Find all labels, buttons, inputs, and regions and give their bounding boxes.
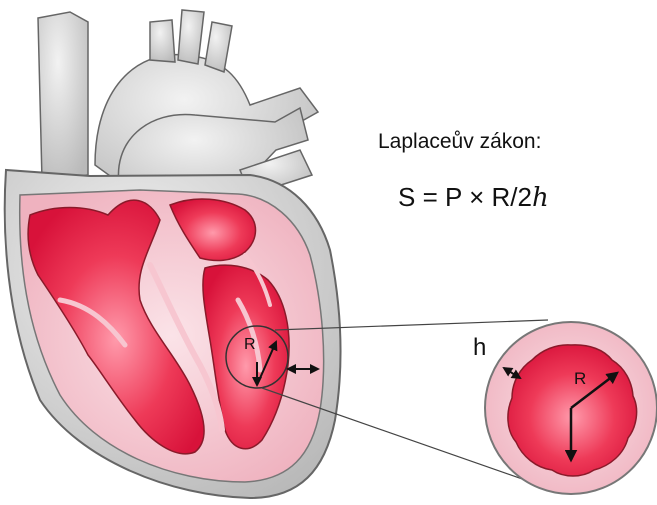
- radius-label-small: R: [244, 336, 256, 353]
- radius-label-large: R: [574, 369, 586, 388]
- laplace-law-title: Laplaceův zákon:: [378, 130, 541, 154]
- zoom-circle-chamber: [508, 345, 637, 476]
- superior-vena-cava: [38, 12, 88, 180]
- formula-main: S = P × R/2: [398, 182, 532, 212]
- wall-thickness-label: h: [473, 334, 486, 362]
- formula-variable-h: h: [532, 183, 549, 213]
- laplace-law-formula: S = P × R/2h: [398, 182, 549, 213]
- aortic-branch-2: [178, 10, 204, 64]
- aortic-branch-1: [150, 20, 175, 62]
- aortic-branch-3: [205, 22, 232, 72]
